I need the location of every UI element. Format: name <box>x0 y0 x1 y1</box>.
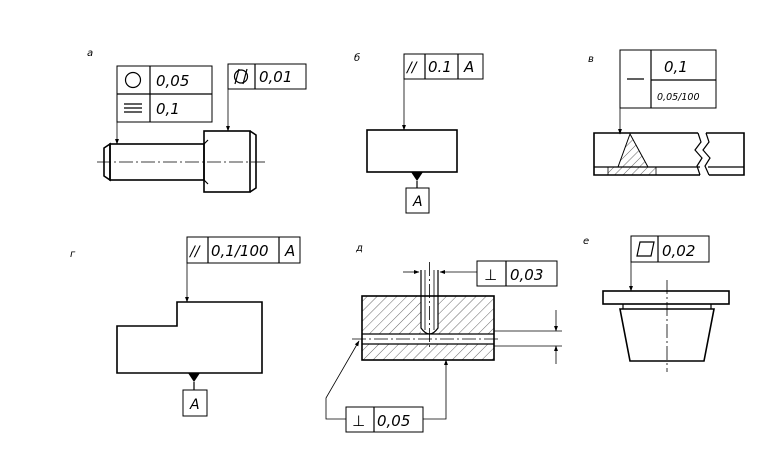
panel-a-frame2-value: 0,01 <box>259 68 292 86</box>
panel-g-datum-label: A <box>189 397 200 413</box>
panel-b-part <box>366 129 458 173</box>
panel-d-frame-top-value: 0,03 <box>510 266 543 284</box>
panel-g-tolerance-frame: // 0,1/100 A <box>185 236 301 303</box>
panel-v-tolerance-frame: 0,1 0,05/100 <box>618 49 717 135</box>
perpendicularity-icon: ⊥ <box>352 412 365 430</box>
panel-b: б // 0.1 A A <box>354 52 484 214</box>
panel-d-dimension-right <box>494 310 562 364</box>
panel-v-part <box>593 132 745 176</box>
panel-d: д ⊥ 0,03 <box>325 243 562 433</box>
cylindricity-icon <box>233 68 249 85</box>
panel-d-frame-bottom-value: 0,05 <box>377 412 410 430</box>
roundness-icon <box>124 71 142 89</box>
panel-d-part <box>352 262 500 361</box>
panel-e: е 0,02 <box>583 235 730 372</box>
panel-v-label: в <box>588 54 594 65</box>
panel-b-frame-value: 0.1 <box>428 58 452 76</box>
panel-b-tolerance-frame: // 0.1 A <box>402 53 484 131</box>
panel-a-frame1-row2-value: 0,1 <box>156 100 180 118</box>
panel-a-shaft <box>97 130 266 193</box>
symmetry-icon <box>124 103 142 113</box>
panel-a-label: а <box>87 48 93 59</box>
panel-a-tolerance-frame-1: 0,05 0,1 <box>115 65 213 145</box>
panel-g-frame-datum: A <box>284 242 295 260</box>
panel-b-datum: A <box>405 172 430 214</box>
panel-v: в 0,1 0,05/100 <box>588 49 745 176</box>
panel-g-datum: A <box>182 373 208 417</box>
panel-g-part <box>116 301 263 374</box>
panel-b-label: б <box>354 52 360 64</box>
panel-g-label: г <box>70 249 76 260</box>
perpendicularity-icon: ⊥ <box>484 266 497 284</box>
panel-d-tolerance-frame-bottom: ⊥ 0,05 <box>325 340 448 433</box>
flatness-icon <box>636 241 655 257</box>
panel-d-tolerance-frame-top: ⊥ 0,03 <box>403 260 558 287</box>
panel-a: а 0,05 0,1 <box>87 48 307 193</box>
parallelism-icon: // <box>405 60 418 76</box>
panel-e-part <box>602 280 730 372</box>
panel-e-label: е <box>583 236 589 247</box>
panel-b-frame-datum: A <box>463 58 474 76</box>
panel-g-frame-value: 0,1/100 <box>211 242 269 260</box>
panel-d-label: д <box>355 243 363 254</box>
panel-g: г // 0,1/100 A A <box>70 236 301 417</box>
panel-e-frame-value: 0,02 <box>662 242 695 260</box>
panel-v-frame-value: 0,1 <box>664 58 688 76</box>
panel-b-datum-label: A <box>412 194 423 210</box>
panel-a-frame1-row1-value: 0,05 <box>156 72 189 90</box>
panel-e-tolerance-frame: 0,02 <box>629 235 710 292</box>
panel-v-frame-sub-value: 0,05/100 <box>657 92 700 103</box>
panel-a-tolerance-frame-2: 0,01 <box>226 63 307 132</box>
parallelism-icon: // <box>188 244 201 260</box>
